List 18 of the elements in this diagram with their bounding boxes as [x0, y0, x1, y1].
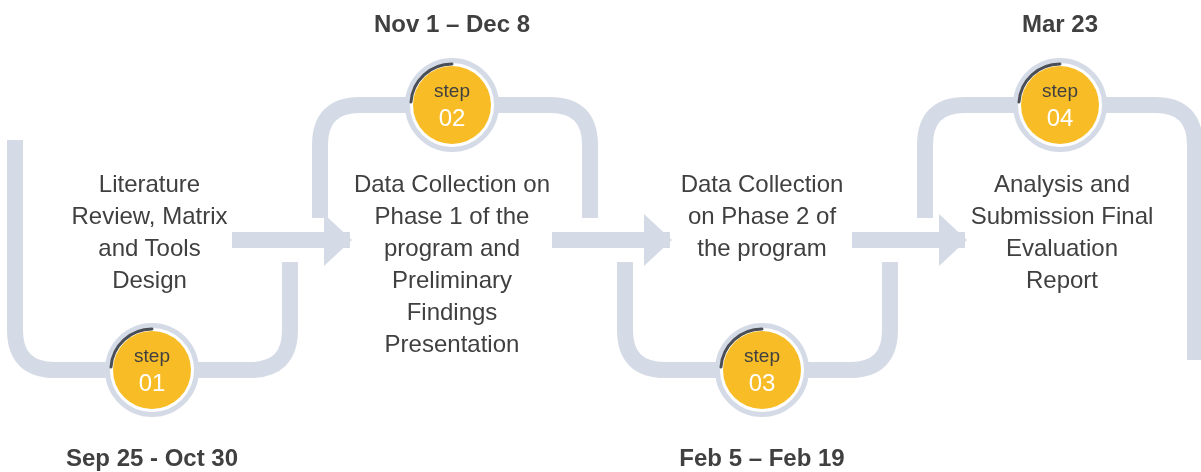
- arrow: [852, 214, 967, 266]
- step-description: Data Collection on Phase 1 of the program and Preliminary Findings Presentation: [352, 169, 552, 359]
- step-description: Analysis and Submission Final Evaluation Report: [969, 169, 1155, 295]
- step-description: Literature Review, Matrix and Tools Design: [70, 169, 229, 295]
- step-description: Data Collection on Phase 2 of the program: [679, 169, 845, 263]
- date-label: Sep 25 - Oct 30: [64, 443, 240, 472]
- arrow: [552, 214, 672, 266]
- step-label: step: [1042, 80, 1078, 100]
- date-label: Nov 1 – Dec 8: [372, 9, 532, 39]
- step-number: 01: [138, 370, 166, 395]
- step-label: step: [434, 80, 470, 100]
- date-label: Feb 5 – Feb 19: [678, 443, 846, 472]
- step-label: step: [134, 345, 170, 365]
- date-label: Mar 23: [1020, 9, 1099, 39]
- step-number: 04: [1046, 105, 1074, 130]
- step-label: step: [744, 345, 780, 365]
- step-number: 03: [748, 370, 776, 395]
- step-number: 02: [438, 105, 466, 130]
